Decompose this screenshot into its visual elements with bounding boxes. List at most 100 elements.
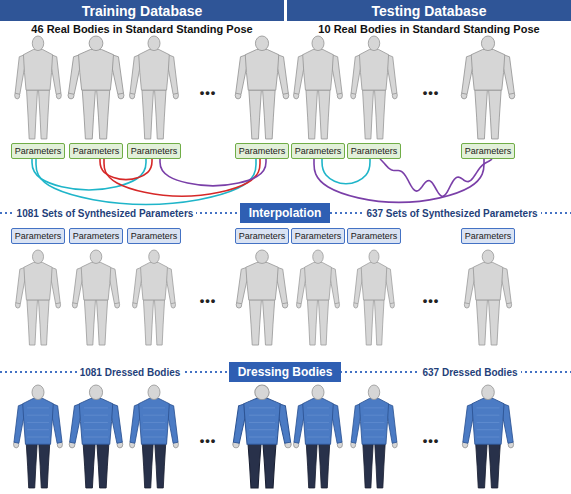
parameter-box: Parameters — [347, 143, 402, 159]
leg — [82, 90, 95, 139]
subtitle: 46 Real Bodies in Standard Standing Pose — [31, 23, 252, 35]
arm — [110, 267, 120, 303]
box-text: Parameters — [465, 146, 512, 156]
leg — [263, 300, 275, 345]
head — [32, 385, 44, 400]
leg — [318, 300, 328, 345]
knit-texture — [249, 437, 275, 438]
arm — [463, 404, 473, 444]
box-text: Parameters — [15, 231, 62, 241]
body-figure — [68, 36, 124, 139]
synthesized-parameter-box: Parameters — [347, 228, 402, 244]
knit-texture — [477, 437, 500, 438]
leg — [363, 439, 374, 488]
leg — [364, 300, 374, 345]
arm — [168, 404, 178, 444]
knit-texture — [27, 429, 49, 430]
arm — [332, 404, 342, 444]
knit-texture — [143, 407, 165, 408]
ellipsis: ••• — [200, 293, 217, 308]
head — [149, 250, 160, 263]
synthesized-parameter-box: Parameters — [461, 228, 516, 244]
ellipsis: ••• — [200, 433, 217, 448]
leg — [363, 90, 374, 139]
leg — [155, 439, 166, 488]
head — [368, 36, 379, 51]
knit-texture — [27, 437, 49, 438]
arm — [279, 404, 291, 444]
synthesized-parameter-box: Parameters — [11, 228, 66, 244]
torso — [473, 262, 503, 299]
box-text: Testing Database — [372, 3, 487, 19]
arm — [330, 267, 339, 303]
leg — [475, 439, 487, 488]
arm — [52, 404, 62, 444]
torso — [79, 399, 112, 445]
database-header: Testing Database — [287, 0, 571, 21]
arm — [386, 267, 394, 303]
knit-texture — [84, 437, 108, 438]
leg — [319, 439, 330, 488]
knit-texture — [477, 407, 500, 408]
leg — [142, 90, 153, 139]
knit-texture — [364, 437, 385, 438]
leg — [83, 439, 96, 488]
torso — [81, 262, 111, 299]
knit-texture — [84, 415, 108, 416]
body-figure — [464, 250, 511, 345]
arm — [233, 404, 245, 444]
leg — [475, 90, 488, 139]
count-label: 1081 Sets of Synthesized Parameters — [14, 208, 197, 219]
box-text: Parameters — [295, 146, 342, 156]
arm — [15, 55, 24, 95]
synthesized-parameter-box: Parameters — [235, 228, 290, 244]
count-label: 1081 Dressed Bodies — [77, 367, 184, 378]
arm — [388, 404, 397, 444]
head — [313, 250, 324, 263]
body-figure — [15, 36, 62, 139]
arm — [351, 404, 360, 444]
leg — [489, 439, 501, 488]
arm — [168, 55, 178, 95]
leg — [375, 439, 386, 488]
ellipsis: ••• — [423, 293, 440, 308]
torso — [359, 399, 388, 445]
synthesized-parameter-box: Parameters — [291, 228, 346, 244]
leg — [154, 300, 164, 345]
box-text: Parameters — [351, 231, 398, 241]
leg — [263, 90, 276, 139]
body-figure — [461, 36, 515, 139]
head — [255, 385, 269, 400]
leg — [27, 300, 38, 345]
leg — [84, 300, 95, 345]
head — [148, 385, 160, 400]
body-figure — [130, 36, 179, 139]
parameter-box: Parameters — [69, 143, 124, 159]
body-figure — [132, 250, 175, 345]
knit-texture — [84, 407, 108, 408]
dressed-body — [69, 385, 123, 488]
knit-texture — [27, 415, 49, 416]
head — [89, 385, 102, 400]
dressed-body — [130, 385, 179, 488]
knit-texture — [143, 422, 165, 423]
box-text: Parameters — [239, 146, 286, 156]
arm — [73, 267, 83, 303]
head — [482, 250, 494, 263]
ellipsis: ••• — [200, 85, 217, 100]
knit-texture — [477, 415, 500, 416]
count-label: 637 Dressed Bodies — [419, 367, 520, 378]
body-figure — [296, 250, 339, 345]
box-text: Parameters — [351, 146, 398, 156]
knit-texture — [477, 429, 500, 430]
body-figure — [235, 36, 289, 139]
torso — [23, 50, 52, 91]
box-text: Training Database — [82, 3, 203, 19]
head — [481, 36, 494, 51]
box-text: Interpolation — [249, 206, 322, 220]
leg — [249, 300, 261, 345]
arm — [52, 55, 61, 95]
leg — [97, 90, 110, 139]
torso — [305, 262, 332, 299]
